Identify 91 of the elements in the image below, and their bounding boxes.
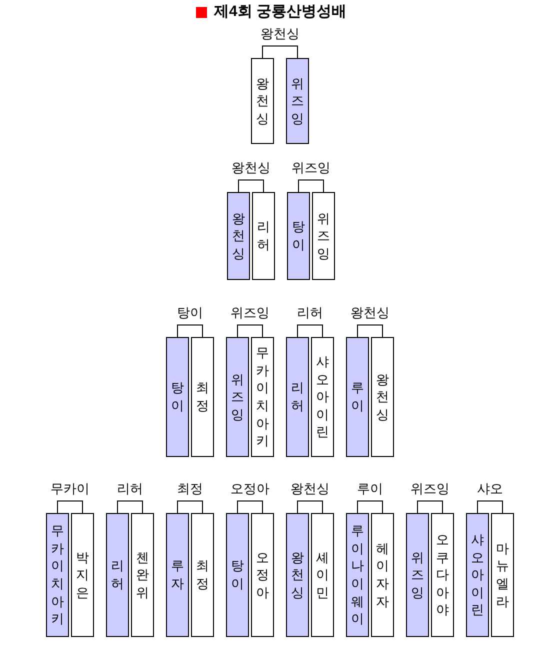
edge-label: 위즈잉 [410, 481, 450, 496]
player-name: 첸완위 [136, 548, 149, 602]
bracket-line [238, 180, 264, 192]
player-name: 왕천싱 [256, 74, 269, 128]
player-box [371, 513, 394, 637]
edge-label: 위즈잉 [290, 160, 332, 175]
player-box [287, 192, 310, 280]
player-box [371, 337, 394, 457]
bracket-line [177, 500, 203, 514]
player-name: 리허 [291, 379, 304, 415]
bracket-line [177, 324, 203, 338]
player-box [286, 337, 309, 457]
player-name: 무카이치아키 [51, 522, 64, 628]
player-box [312, 192, 335, 280]
player-box [227, 192, 250, 280]
player-name: 무카이치아키 [256, 344, 269, 450]
player-name: 위즈잉 [231, 370, 244, 424]
player-name: 루이나이웨이 [351, 522, 364, 628]
player-name: 셰이민 [316, 548, 329, 602]
edge-label: 리허 [296, 305, 324, 320]
player-name: 리허 [257, 218, 270, 254]
player-name: 왕천싱 [376, 370, 389, 424]
player-box [346, 513, 369, 637]
player-name: 탕이 [292, 218, 305, 254]
bracket-line [357, 500, 383, 514]
player-box [286, 58, 309, 144]
player-box [346, 337, 369, 457]
player-name: 루이 [351, 379, 364, 415]
edge-label: 무카이 [50, 481, 90, 496]
player-box [311, 513, 334, 637]
player-name: 왕천싱 [232, 210, 245, 262]
player-box [466, 513, 489, 637]
player-box [191, 513, 214, 637]
edge-label: 왕천싱 [230, 160, 272, 175]
player-box [166, 337, 189, 457]
edge-label: 리허 [116, 481, 144, 496]
player-box [252, 192, 275, 280]
edge-label: 왕천싱 [260, 26, 300, 41]
bracket-line [477, 500, 503, 514]
player-name: 탕이 [231, 557, 244, 593]
player-name: 마뉴엘라 [496, 540, 509, 610]
player-box [166, 513, 189, 637]
player-name: 샤오아이린 [316, 353, 329, 441]
bracket-line [57, 500, 83, 514]
edge-label: 샤오 [476, 481, 504, 496]
player-name: 위즈잉 [291, 74, 304, 128]
edge-label: 최정 [176, 481, 204, 496]
bracket-line [417, 500, 443, 514]
player-name: 리허 [111, 557, 124, 593]
player-box [491, 513, 514, 637]
player-name: 루자 [171, 557, 184, 593]
player-box [286, 513, 309, 637]
edge-label: 왕천싱 [350, 305, 390, 320]
edge-label: 왕천싱 [290, 481, 330, 496]
edge-label: 루이 [356, 481, 384, 496]
player-name: 최정 [196, 557, 209, 593]
player-box [226, 337, 249, 457]
edge-label: 오정아 [230, 481, 270, 496]
player-box [46, 513, 69, 637]
player-name: 오정아 [256, 548, 269, 602]
player-name: 탕이 [171, 379, 184, 415]
bracket-line [237, 324, 263, 338]
player-name: 위즈잉 [411, 548, 424, 602]
player-box [311, 337, 334, 457]
player-box [191, 337, 214, 457]
player-box [131, 513, 154, 637]
player-name: 오쿠다아야 [436, 531, 449, 619]
player-name: 헤이자자 [376, 540, 389, 610]
player-name: 왕천싱 [291, 548, 304, 602]
bracket-line [357, 324, 383, 338]
edge-label: 위즈잉 [230, 305, 270, 320]
player-box [431, 513, 454, 637]
bracket-line [297, 324, 323, 338]
player-name: 샤오아이린 [471, 531, 484, 619]
bracket-line [237, 500, 263, 514]
edge-label: 탕이 [176, 305, 204, 320]
player-name: 최정 [196, 379, 209, 415]
player-box [251, 337, 274, 457]
player-box [251, 513, 274, 637]
bracket-line [298, 180, 324, 192]
player-box [226, 513, 249, 637]
player-box [406, 513, 429, 637]
player-box [251, 58, 274, 144]
bracket-line [297, 500, 323, 514]
player-box [106, 513, 129, 637]
title: 제4회 궁룡산병성배 [214, 3, 347, 21]
bracket-line [117, 500, 143, 514]
player-name: 박지은 [76, 548, 89, 602]
bracket-line [262, 46, 298, 58]
player-box [71, 513, 94, 637]
player-name: 위즈잉 [317, 210, 330, 262]
